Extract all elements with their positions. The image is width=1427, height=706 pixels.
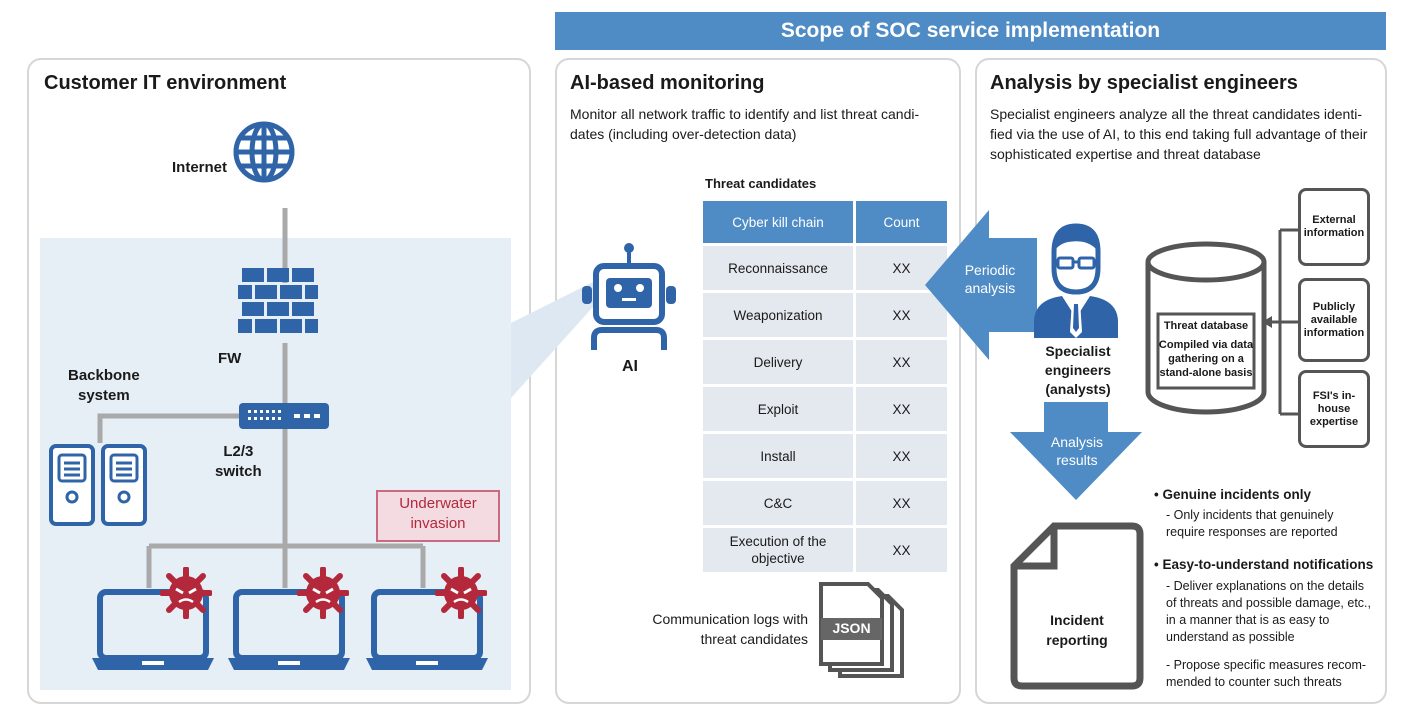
incident-label: Incident reporting <box>1046 612 1108 648</box>
cell: Delivery <box>703 340 853 384</box>
db-title: Threat database <box>1163 320 1249 332</box>
cell: Install <box>703 434 853 478</box>
analysis-panel-title: Analysis by specialist engineers <box>990 72 1298 94</box>
ai-label: AI <box>622 358 638 375</box>
cell: Exploit <box>703 387 853 431</box>
database-icon <box>1145 241 1267 415</box>
json-label: JSON <box>832 620 871 636</box>
bullet-item: - Deliver explanations on the details of… <box>1166 579 1371 644</box>
column-header: Cyber kill chain <box>703 201 853 243</box>
threat-table-title: Threat candidates <box>705 176 817 191</box>
scope-title: Scope of SOC service implementation <box>555 12 1386 50</box>
invasion-box <box>376 490 500 542</box>
bullet-heading: • Easy-to-understand notifications <box>1154 557 1374 572</box>
cell: XX <box>856 387 947 431</box>
analysis-results-label: Analysis results <box>1050 434 1104 468</box>
cell: Reconnaissance <box>703 246 853 290</box>
laptops-group <box>92 589 488 670</box>
source-external: External information <box>1298 188 1370 266</box>
bullet-item: - Only incidents that genuinely require … <box>1166 508 1338 539</box>
cell: XX <box>856 293 947 337</box>
cell: XX <box>856 528 947 572</box>
column-header: Count <box>856 201 947 243</box>
cell: XX <box>856 434 947 478</box>
switch-icon <box>239 403 329 429</box>
periodic-analysis-arrow <box>925 210 1037 360</box>
table-header-row: Cyber kill chain Count <box>703 201 947 243</box>
engineer-icon <box>1034 223 1118 338</box>
bullet-item: - Propose specific measures recom-mended… <box>1166 658 1367 689</box>
periodic-analysis-label: Periodic analysis <box>964 262 1016 296</box>
globe-icon <box>233 121 295 183</box>
invasion-label: Underwater invasion <box>399 495 477 532</box>
analysis-results-arrow <box>1010 402 1142 500</box>
laptop-icon <box>92 589 214 670</box>
virus-icon <box>160 567 212 619</box>
virus-icon <box>297 567 349 619</box>
cell: C&C <box>703 481 853 525</box>
analysis-panel-desc: Specialist engineers analyze all the thr… <box>990 106 1368 162</box>
logs-label: Communication logs with threat candidate… <box>652 611 808 647</box>
laptop-icon <box>228 589 350 670</box>
robot-icon <box>582 243 676 350</box>
ai-panel-desc: Monitor all network traffic to identify … <box>570 106 920 142</box>
ai-panel-title: AI-based monitoring <box>570 72 765 94</box>
fw-label: FW <box>218 350 242 367</box>
engineers-label: Specialist engineers (analysts) <box>1044 343 1112 397</box>
customer-panel-title: Customer IT environment <box>44 72 287 94</box>
internet-label: Internet <box>172 159 228 176</box>
json-file-icon <box>819 582 904 678</box>
server-icon <box>49 444 147 526</box>
cell: XX <box>856 481 947 525</box>
switch-label: L2/3 switch <box>215 443 262 480</box>
incident-report-icon <box>1010 522 1144 690</box>
virus-icon <box>435 567 487 619</box>
backbone-label: Backbone system <box>68 367 140 404</box>
monitor-connector <box>511 278 601 398</box>
db-desc: Compiled via data gathering on a stand-a… <box>1158 339 1254 379</box>
firewall-icon <box>238 268 318 333</box>
cell: XX <box>856 340 947 384</box>
cell: Execution of the objective <box>703 528 853 572</box>
laptop-icon <box>366 589 488 670</box>
source-inhouse: FSI's in-house expertise <box>1298 370 1370 448</box>
cell: Weaponization <box>703 293 853 337</box>
bullet-heading: • Genuine incidents only <box>1154 487 1311 502</box>
source-public: Publicly available information <box>1298 278 1370 362</box>
